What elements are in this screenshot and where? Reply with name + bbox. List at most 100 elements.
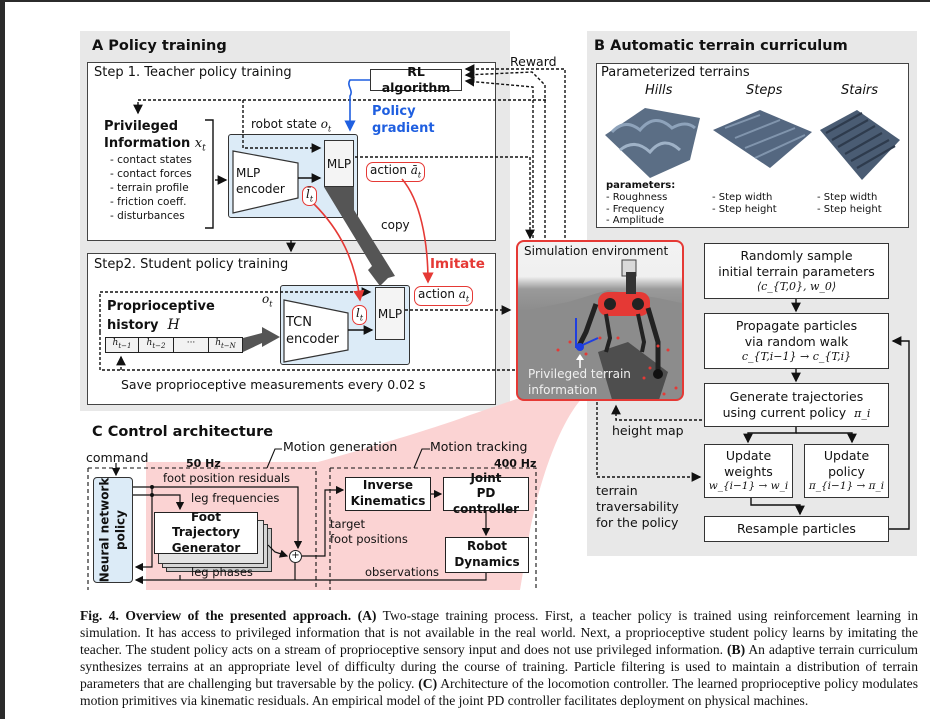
policy-box[interactable]: Neural network policy bbox=[93, 477, 133, 583]
leg-phases-label: leg phases bbox=[191, 565, 253, 579]
teacher-mlp-label: MLP bbox=[326, 156, 352, 171]
stairs-params: - Step width - Step height bbox=[817, 192, 882, 215]
policy-math: π_{i−1} → π_i bbox=[808, 480, 885, 493]
height-map-label: height map bbox=[612, 423, 684, 438]
student-mlp-label: MLP bbox=[377, 306, 403, 321]
terrain-name-stairs: Stairs bbox=[841, 83, 879, 98]
command-label: command bbox=[86, 450, 149, 465]
policy-gradient-label: Policy gradient bbox=[372, 104, 435, 138]
step1-title: Step 1. Teacher policy training bbox=[94, 65, 292, 80]
student-mlp-box: MLP bbox=[375, 287, 405, 340]
save-measurements-note: Save proprioceptive measurements every 0… bbox=[121, 377, 426, 392]
privileged-title-line-1: Privileged bbox=[104, 119, 179, 134]
hills-terrain-image bbox=[605, 108, 700, 178]
update-weights-box: Update weights w_{i−1} → w_i bbox=[704, 444, 793, 498]
dyn-line-1: Robot bbox=[466, 539, 508, 554]
policy-line-1: Update bbox=[823, 447, 870, 463]
weights-line-2: weights bbox=[724, 464, 773, 480]
traversability-line-2: traversability bbox=[596, 499, 679, 514]
panel-a-title: A Policy training bbox=[92, 38, 227, 54]
history-cell: ht−2 bbox=[139, 337, 174, 353]
pd-line-1: Joint bbox=[470, 470, 502, 485]
resample-label: Resample particles bbox=[737, 520, 856, 536]
privileged-item: - contact forces bbox=[110, 168, 192, 180]
student-encoder-line-1: TCN bbox=[286, 315, 312, 330]
figure-caption: Fig. 4. Overview of the presented approa… bbox=[80, 607, 918, 709]
privileged-title-line-2: Information bbox=[104, 135, 191, 151]
parameters-label: parameters: bbox=[606, 180, 676, 191]
stairs-terrain-image bbox=[820, 110, 900, 180]
imitate-label: Imitate bbox=[430, 256, 485, 272]
policy-gradient-line-2: gradient bbox=[372, 120, 435, 136]
terrains-title: Parameterized terrains bbox=[601, 65, 750, 80]
robot-dynamics-box[interactable]: Robot Dynamics bbox=[445, 537, 529, 573]
generate-line-2: using current policy bbox=[722, 404, 847, 420]
proprio-title-line-1: Proprioceptive bbox=[107, 299, 215, 314]
privileged-item: - friction coeff. bbox=[110, 196, 187, 208]
stairs-param: - Step height bbox=[817, 203, 882, 215]
teacher-action-pill: action āt bbox=[366, 162, 426, 182]
sample-parameters-box: Randomly sample initial terrain paramete… bbox=[704, 243, 889, 299]
dyn-line-2: Dynamics bbox=[454, 555, 520, 569]
rl-algorithm-label: RL algorithm bbox=[381, 63, 451, 95]
sim-env-annotation-line-1: Privileged terrain bbox=[528, 367, 631, 381]
steps-param: - Step width bbox=[712, 192, 773, 203]
observations-label: observations bbox=[365, 565, 440, 579]
caption-text-b: An adaptive terrain curriculum synthesiz… bbox=[80, 642, 918, 691]
privileged-symbol: xt bbox=[194, 135, 206, 154]
target-line-1: target bbox=[330, 517, 365, 531]
foot-residuals-label: foot position residuals bbox=[163, 471, 291, 485]
rl-algorithm-box[interactable]: RL algorithm bbox=[370, 64, 462, 95]
stairs-param: - Step width bbox=[817, 192, 878, 203]
robot-render bbox=[518, 259, 682, 399]
generate-line-1: Generate trajectories bbox=[729, 388, 864, 404]
privileged-info-title: Privileged Information xt bbox=[104, 119, 206, 155]
sim-env-title: Simulation environment bbox=[524, 244, 669, 258]
history-cell: ht−N bbox=[209, 337, 243, 353]
privileged-info-list: - contact states - contact forces - terr… bbox=[110, 153, 192, 223]
ik-line-2: Kinematics bbox=[350, 494, 426, 508]
proprio-title-line-2: history bbox=[107, 317, 159, 333]
hills-params: - Roughness - Frequency - Amplitude bbox=[606, 192, 667, 227]
terrain-name-steps: Steps bbox=[746, 83, 783, 98]
propagate-math: c_{T,i−1} → c_{T,i} bbox=[741, 350, 852, 364]
joint-pd-controller-box[interactable]: Joint PD controller bbox=[443, 471, 529, 516]
privileged-item: - contact states bbox=[110, 154, 192, 166]
inverse-kinematics-box[interactable]: Inverse Kinematics bbox=[345, 477, 431, 511]
generate-math: π_i bbox=[854, 406, 871, 420]
window-frame-left bbox=[0, 0, 5, 719]
traversability-line-1: terrain bbox=[596, 483, 638, 498]
generate-trajectories-box: Generate trajectories using current poli… bbox=[704, 383, 889, 427]
weights-math: w_{i−1} → w_i bbox=[708, 480, 789, 493]
target-foot-positions-label: target foot positions bbox=[330, 517, 408, 547]
panel-c-title: C Control architecture bbox=[92, 424, 274, 440]
policy-line-2: policy bbox=[828, 464, 865, 480]
student-latent-pill: lt bbox=[352, 305, 368, 325]
steps-param: - Step height bbox=[712, 203, 777, 215]
resample-particles-box: Resample particles bbox=[704, 516, 889, 542]
weights-line-1: Update bbox=[725, 447, 772, 463]
target-line-2: foot positions bbox=[330, 532, 408, 546]
teacher-mlp-box: MLP bbox=[324, 140, 354, 187]
caption-b-marker: (B) bbox=[727, 642, 746, 657]
foot-trajectory-generator-box[interactable]: Foot Trajectory Generator bbox=[154, 510, 258, 555]
propagate-particles-box: Propagate particles via random walk c_{T… bbox=[704, 313, 889, 369]
caption-c-marker: (C) bbox=[418, 676, 438, 691]
reward-label: Reward bbox=[510, 54, 557, 69]
hills-param: - Amplitude bbox=[606, 215, 665, 226]
sum-symbol: + bbox=[291, 550, 300, 561]
history-buffer: ht−1 ht−2 ··· ht−N bbox=[105, 337, 243, 353]
propagate-line-1: Propagate particles bbox=[735, 317, 858, 333]
hills-param: - Roughness bbox=[606, 192, 668, 203]
motion-generation-label: Motion generation bbox=[283, 439, 398, 454]
robot-state-label: robot state ot bbox=[251, 117, 332, 134]
rate-50hz: 50 Hz bbox=[186, 457, 221, 470]
step2-title: Step2. Student policy training bbox=[94, 257, 289, 272]
simulation-environment-panel: Simulation environment Privileged terrai… bbox=[516, 240, 684, 401]
terrain-name-hills: Hills bbox=[645, 83, 673, 98]
privileged-item: - disturbances bbox=[110, 210, 185, 222]
